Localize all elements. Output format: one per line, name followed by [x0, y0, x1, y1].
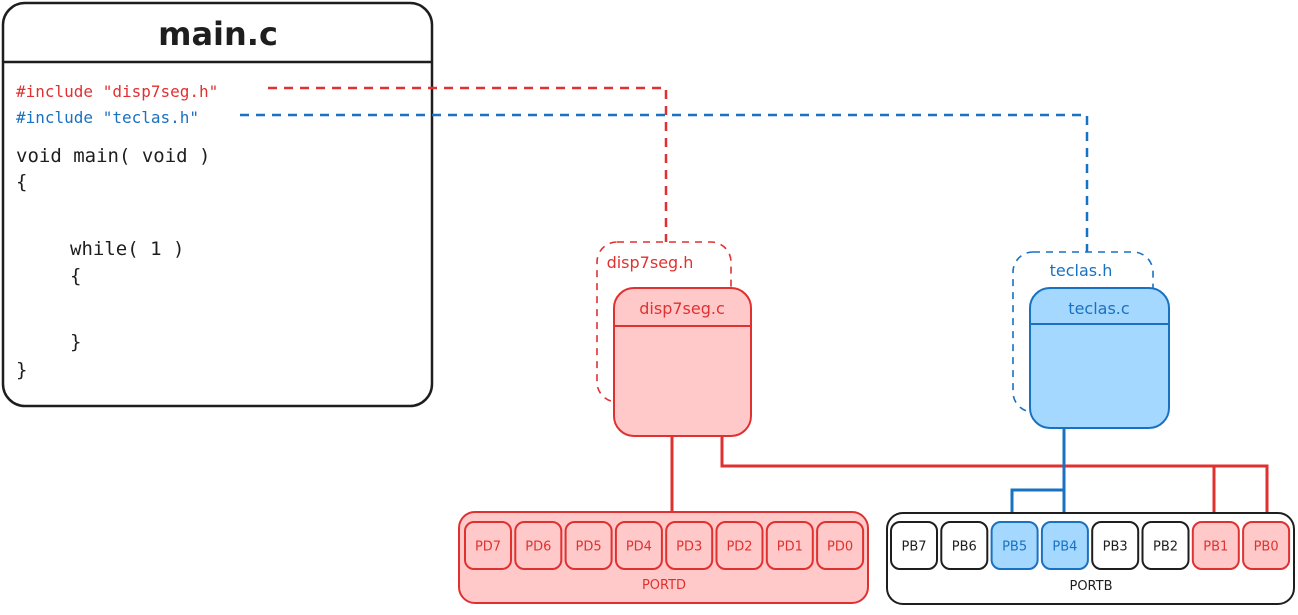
code-line: void main( void ) — [16, 145, 210, 167]
teclas-c-label: teclas.c — [1068, 299, 1129, 318]
include-disp7seg-connector — [268, 86, 668, 242]
include-disp7seg: #include "disp7seg.h" — [16, 82, 218, 101]
portb-pin-pb7-label: PB7 — [901, 540, 926, 555]
portb-label: PORTB — [1069, 579, 1112, 594]
portd-pin-pd0-label: PD0 — [827, 540, 853, 555]
portb-pin-pb7: PB7 — [890, 521, 938, 570]
portb-pin-pb6-label: PB6 — [952, 540, 977, 555]
portd-pin-pd1: PD1 — [765, 521, 814, 570]
code-line: { — [70, 265, 81, 287]
portb-pin-pb0-label: PB0 — [1254, 540, 1279, 555]
portd-label: PORTD — [642, 578, 686, 593]
portd-pin-pd3: PD3 — [665, 521, 714, 570]
portd-pin-pd5-label: PD5 — [576, 540, 602, 555]
teclas-module: teclas.h teclas.c — [1012, 251, 1170, 429]
code-line: { — [16, 171, 27, 193]
portd-pin-pd7: PD7 — [464, 521, 512, 570]
portb-pin-pb2: PB2 — [1141, 521, 1190, 570]
portd-pin-pd6: PD6 — [514, 521, 563, 570]
portd-pin-pd1-label: PD1 — [777, 540, 803, 555]
portb-pin-pb1: PB1 — [1191, 521, 1240, 570]
portd-pin-pd7-label: PD7 — [475, 540, 501, 555]
code-line: while( 1 ) — [70, 238, 184, 260]
portb-pin-pb5-label: PB5 — [1002, 540, 1027, 555]
main-c-title: main.c — [158, 15, 278, 53]
teclas-to-portb-wire — [1010, 428, 1066, 522]
disp7seg-h-label: disp7seg.h — [607, 253, 694, 272]
teclas-h-label: teclas.h — [1050, 261, 1113, 280]
portd-pin-pd5: PD5 — [564, 521, 613, 570]
disp7seg-module: disp7seg.h disp7seg.c — [596, 241, 752, 437]
portb: PB7 PB6 PB5 PB4 PB3 PB2 PB1 PB0 PORTB — [886, 512, 1295, 605]
code-line: } — [70, 331, 81, 353]
portb-pin-pb5: PB5 — [990, 521, 1039, 570]
disp7seg-to-portb-wire — [720, 436, 1269, 522]
portd-pin-pd6-label: PD6 — [525, 540, 551, 555]
portb-pin-pb4-label: PB4 — [1052, 540, 1077, 555]
portb-pin-pb4: PB4 — [1040, 521, 1089, 570]
portb-pin-pb0: PB0 — [1242, 521, 1291, 570]
code-line: } — [16, 359, 27, 381]
portb-pin-pb1-label: PB1 — [1203, 540, 1228, 555]
teclas-h-outline — [1012, 251, 1154, 413]
portd-pin-pd2: PD2 — [715, 521, 764, 570]
main-c-box: main.c #include "disp7seg.h" #include "t… — [1, 1, 434, 408]
include-teclas: #include "teclas.h" — [16, 108, 199, 127]
portd: PD7 PD6 PD5 PD4 PD3 PD2 PD1 PD0 PORTD — [458, 511, 869, 604]
portd-pin-pd2-label: PD2 — [726, 540, 752, 555]
portb-pin-pb2-label: PB2 — [1153, 540, 1178, 555]
portb-pin-pb3: PB3 — [1091, 521, 1140, 570]
portd-pin-pd4: PD4 — [614, 521, 663, 570]
portd-pin-pd4-label: PD4 — [626, 540, 652, 555]
disp7seg-c-label: disp7seg.c — [639, 299, 725, 318]
portd-pin-pd0: PD0 — [816, 521, 865, 570]
portd-pin-pd3-label: PD3 — [676, 540, 702, 555]
portb-pin-pb6: PB6 — [940, 521, 989, 570]
portb-pin-pb3-label: PB3 — [1103, 540, 1128, 555]
